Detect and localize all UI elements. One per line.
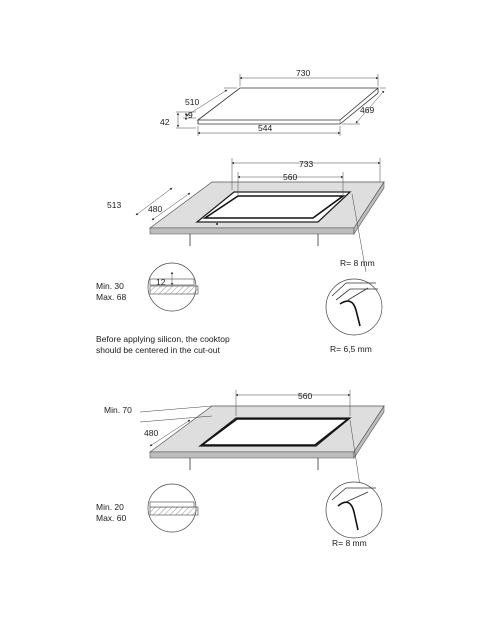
cutout-hole-2 [198, 417, 352, 447]
note-line-1: Before applying silicon, the cooktop [96, 334, 230, 344]
label-clearance-min-70: Min. 70 [104, 405, 132, 415]
dim-cutout-560-b: 560 [298, 391, 312, 401]
cooktop-front-face [197, 88, 379, 125]
dim-cutout-733: 733 [299, 159, 313, 169]
worktop-edge-1 [149, 227, 355, 235]
surface-mount-cutout: 560 Min. 70 480 R= 8 mm Min. 20 Max. 60 [96, 390, 385, 548]
label-radius-6-5: R= 6,5 mm [330, 344, 372, 354]
corner-detail-circle-1 [325, 278, 383, 336]
label-worktop-min-30: Min. 30 [96, 281, 124, 291]
flush-mount-cutout: 733 560 513 480 R= 8 mm R= 6,5 mm 12 Min… [96, 158, 385, 355]
cutout-hole [202, 195, 346, 219]
cooktop-dimensions: 730 510 42 9 544 469 [160, 68, 386, 136]
dim-rebate-12: 12 [156, 277, 166, 287]
worktop-edge-2 [149, 451, 355, 459]
label-worktop-max-60: Max. 60 [96, 513, 127, 523]
note-line-2: should be centered in the cut-out [96, 345, 220, 355]
label-radius-8: R= 8 mm [340, 258, 375, 268]
dim-side-depth-469: 469 [360, 105, 374, 115]
dim-front-width-544: 544 [258, 123, 272, 133]
dim-depth-510: 510 [185, 97, 199, 107]
dim-height-42: 42 [160, 117, 170, 127]
dim-width-730: 730 [296, 68, 310, 78]
label-worktop-max-68: Max. 68 [96, 292, 127, 302]
dim-cutout-480-b: 480 [144, 428, 158, 438]
label-worktop-min-20: Min. 20 [96, 502, 124, 512]
label-radius-8-b: R= 8 mm [332, 538, 367, 548]
dim-cutout-513: 513 [107, 200, 121, 210]
dim-cutout-560: 560 [283, 172, 297, 182]
dim-cutout-480: 480 [148, 204, 162, 214]
cutout-rebate [195, 191, 352, 223]
dim-thickness-9: 9 [188, 110, 193, 120]
